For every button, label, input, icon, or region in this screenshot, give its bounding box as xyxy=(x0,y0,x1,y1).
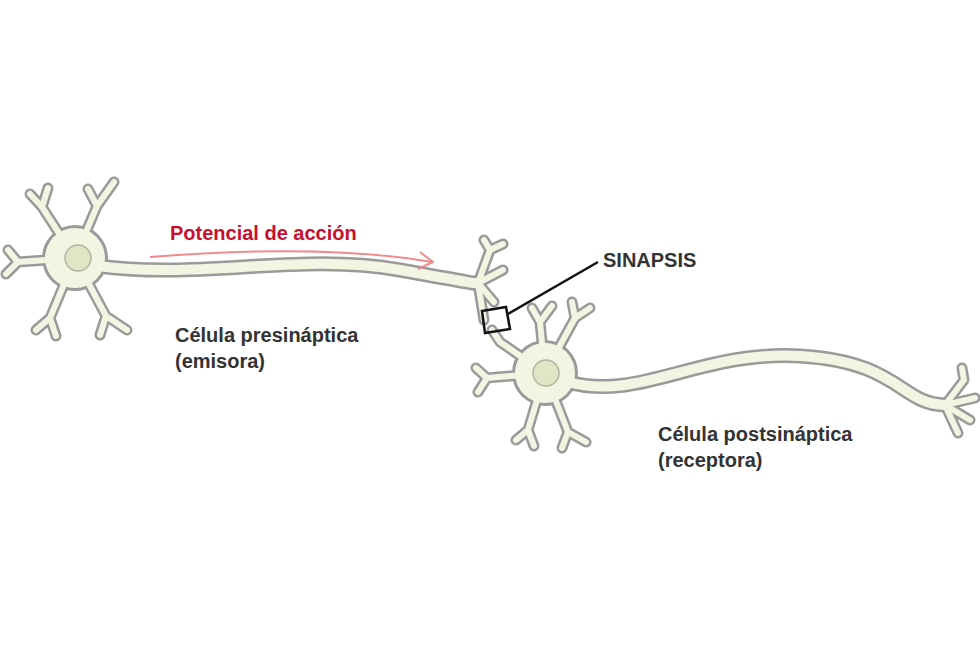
nucleus xyxy=(65,245,91,271)
axon-outline xyxy=(568,356,945,405)
soma xyxy=(515,343,575,403)
cell-label: Célula postsináptica (receptora) xyxy=(658,421,898,473)
label-wrap: Célula postsináptica (receptora) xyxy=(658,421,898,473)
neuron-outline xyxy=(6,182,975,448)
axon xyxy=(568,356,945,405)
arrow-head xyxy=(418,252,433,269)
label-wrap: Potencial de acción xyxy=(170,220,357,246)
soma xyxy=(45,228,105,288)
signal-label: Potencial de acción xyxy=(170,220,357,246)
label-wrap: Célula presináptica (emisora) xyxy=(175,322,405,374)
dendrite xyxy=(478,240,503,283)
cell-label: Célula presináptica (emisora) xyxy=(175,322,405,374)
part-label: SINAPSIS xyxy=(603,247,696,273)
soma-outline xyxy=(42,225,108,291)
action-potential-arrow xyxy=(150,251,432,262)
nucleus xyxy=(533,360,559,386)
label-wrap: SINAPSIS xyxy=(603,247,696,273)
neuron-fill xyxy=(6,182,975,448)
synapse-box xyxy=(482,307,510,333)
soma-outline xyxy=(512,340,578,406)
dendrite-outline xyxy=(478,240,503,283)
leader-line xyxy=(508,262,598,314)
